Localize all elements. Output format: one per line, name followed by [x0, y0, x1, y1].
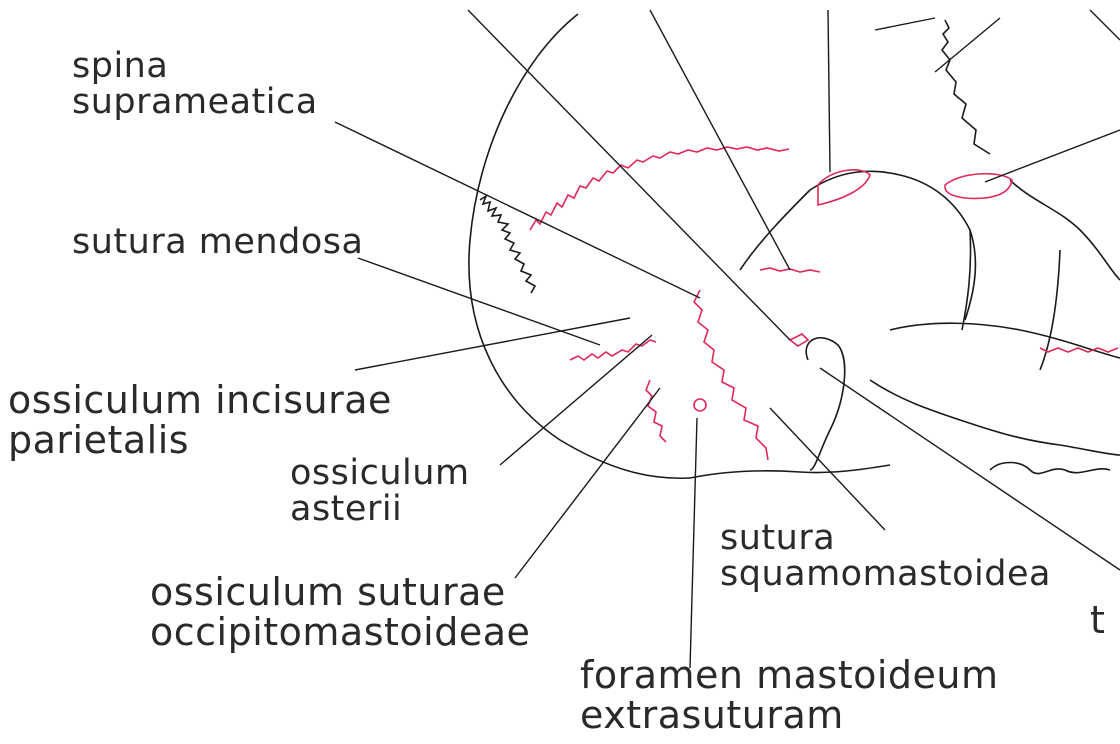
- leader-top-2: [650, 10, 790, 270]
- leader-foramen-mastoideum: [690, 418, 697, 668]
- zygomatic-region: [890, 323, 1120, 358]
- leader-ossiculum-suturae: [515, 388, 660, 578]
- leader-right-1: [985, 130, 1120, 182]
- label-sutura-mendosa: sutura mendosa: [72, 224, 363, 260]
- mastoid-loop: [806, 338, 845, 470]
- right-red-suture: [1040, 348, 1118, 352]
- leader-ossiculum-incisurae: [355, 318, 630, 370]
- label-cut-off: t: [1090, 600, 1105, 640]
- teeth-outline: [990, 463, 1110, 474]
- label-sutura-squamomastoidea: sutura squamomastoidea: [720, 520, 1051, 592]
- label-ossiculum-incisurae-parietalis: ossiculum incisurae parietalis: [8, 380, 392, 460]
- parietal-border-jagged: [480, 196, 535, 293]
- label-ossiculum-asterii: ossiculum asterii: [290, 455, 470, 527]
- cranial-vault-arc: [469, 14, 690, 478]
- leader-top-6: [1090, 10, 1120, 40]
- occipitomastoid-suture: [646, 380, 666, 442]
- label-ossiculum-suturae-occipitomastoideae: ossiculum suturae occipitomastoideae: [150, 572, 530, 652]
- squamomastoid-suture: [694, 290, 768, 460]
- lower-contour: [870, 380, 1120, 455]
- leader-top-3: [828, 10, 830, 172]
- red-fragment: [790, 334, 808, 346]
- sphenoid-line: [1010, 180, 1120, 280]
- label-spina-suprameatica: spina suprameatica: [72, 48, 318, 120]
- leader-spina-suprameatica: [335, 122, 700, 298]
- leader-top-4: [875, 18, 935, 30]
- label-foramen-mastoideum-extrasuturam: foramen mastoideum extrasuturam: [580, 655, 999, 735]
- occipital-outline: [690, 465, 890, 478]
- leader-ossiculum-asterii: [500, 335, 652, 465]
- frontal-suture-jagged: [942, 20, 990, 154]
- temporal-squama-border: [740, 171, 975, 320]
- suture-lines-red: [530, 147, 1118, 460]
- pterion-red-loop: [945, 174, 1012, 199]
- leader-top-1: [468, 10, 790, 340]
- coronal-suture: [530, 147, 789, 230]
- small-red-ring: [694, 399, 706, 411]
